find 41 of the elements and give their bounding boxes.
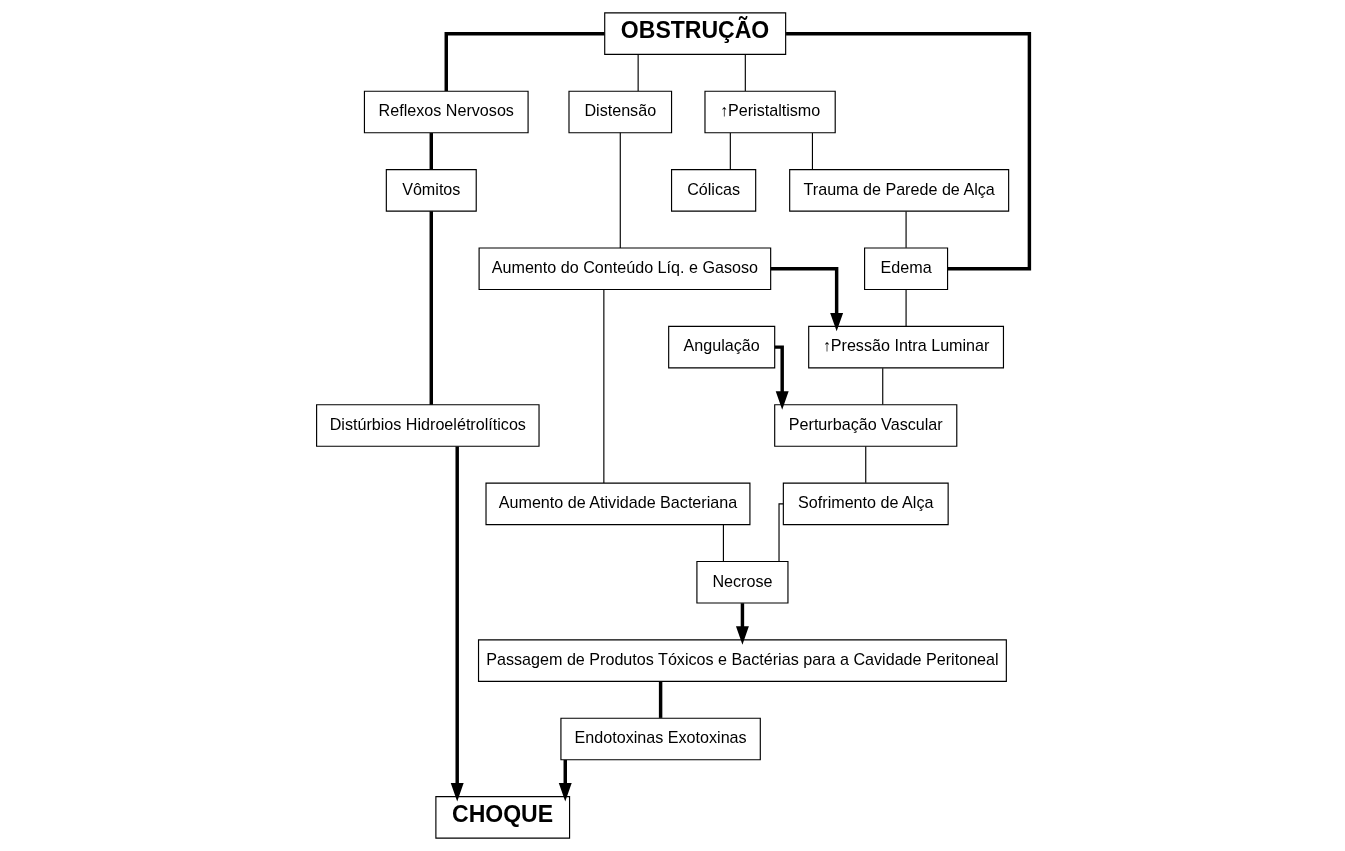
connector: [811, 132, 813, 170]
node-box: CHOQUE: [434, 796, 570, 839]
node-box: Trauma de Parede de Alça: [788, 169, 1009, 212]
node-box: OBSTRUÇÃO: [603, 12, 786, 55]
node-box: Edema: [863, 247, 948, 291]
connector: [619, 132, 621, 249]
node-box: Reflexos Nervosos: [363, 90, 529, 134]
node-box: Angulação: [667, 325, 775, 369]
connector: [658, 681, 662, 718]
node-box: Sofrimento de Alça: [782, 482, 949, 526]
node-box: Aumento de Atividade Bacteriana: [484, 482, 750, 526]
connector: [744, 54, 746, 92]
node-box: Cólicas: [670, 169, 756, 212]
node-box: Vômitos: [385, 169, 477, 212]
arrow: [735, 603, 749, 645]
connector: [444, 31, 605, 92]
connector: [881, 367, 883, 406]
node-box: Distensão: [567, 90, 672, 134]
node-box: ↑Pressão Intra Luminar: [807, 325, 1004, 369]
connector: [785, 31, 1031, 271]
connector: [637, 54, 639, 92]
node-box: ↑Peristaltismo: [703, 90, 836, 134]
connector: [602, 289, 604, 484]
connector: [905, 289, 907, 327]
connector: [429, 133, 433, 170]
arrow: [450, 446, 464, 802]
connector: [777, 503, 784, 562]
connector: [864, 445, 866, 484]
node-box: Endotoxinas Exotoxinas: [559, 717, 761, 761]
arrow: [558, 759, 572, 802]
node-box: Aumento do Conteúdo Líq. e Gasoso: [478, 247, 771, 291]
connector: [729, 132, 731, 170]
arrow: [770, 267, 843, 332]
node-box: Perturbação Vascular: [773, 404, 957, 447]
connector: [722, 524, 724, 562]
node-box: Passagem de Produtos Tóxicos e Bactérias para a Cavidade Peritoneal: [477, 639, 1007, 682]
node-box: Distúrbios Hidroelétrolíticos: [315, 404, 540, 447]
arrow: [774, 345, 789, 410]
connector: [905, 210, 907, 249]
connector: [429, 211, 433, 405]
node-box: Necrose: [695, 560, 789, 604]
